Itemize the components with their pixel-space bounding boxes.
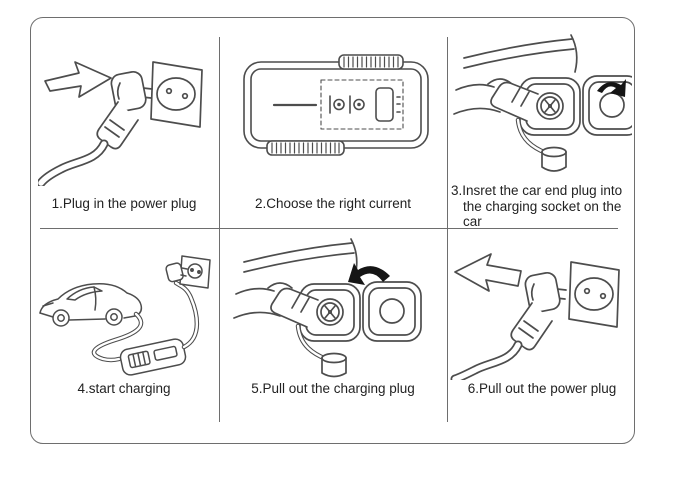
insert-plug-into-car-charging-socket-icon [453, 34, 632, 172]
step-1-caption: 1.Plug in the power plug [51, 196, 197, 211]
charger-current-selector-icon [243, 54, 429, 156]
car-connected-to-charger-box-and-outlet-icon [39, 255, 211, 376]
step-3-caption-line-2: the charging socket on the [463, 198, 622, 214]
pull-power-plug-from-wall-socket-icon [450, 253, 620, 380]
pull-plug-from-car-charging-socket-icon [233, 238, 422, 378]
step-5-caption: 5.Pull out the charging plug [251, 381, 415, 396]
clockwise-arrow-icon [597, 79, 626, 97]
panel-divider-vertical-1 [219, 37, 220, 422]
step-3-caption-line-1: 3.Insret the car end plug into [451, 183, 623, 198]
step-2-caption: 2.Choose the right current [254, 196, 412, 211]
power-plug-into-wall-socket-icon [38, 61, 203, 186]
panel-divider-horizontal [40, 228, 618, 229]
panel-divider-vertical-2 [447, 37, 448, 422]
step-3-caption-line-3: car [463, 214, 482, 229]
step-3-caption: 3.Insret the car end plug into the charg… [451, 183, 633, 230]
step-6-caption: 6.Pull out the power plug [467, 381, 617, 396]
counterclockwise-arrow-icon [348, 263, 390, 285]
step-4-caption: 4.start charging [77, 381, 171, 396]
